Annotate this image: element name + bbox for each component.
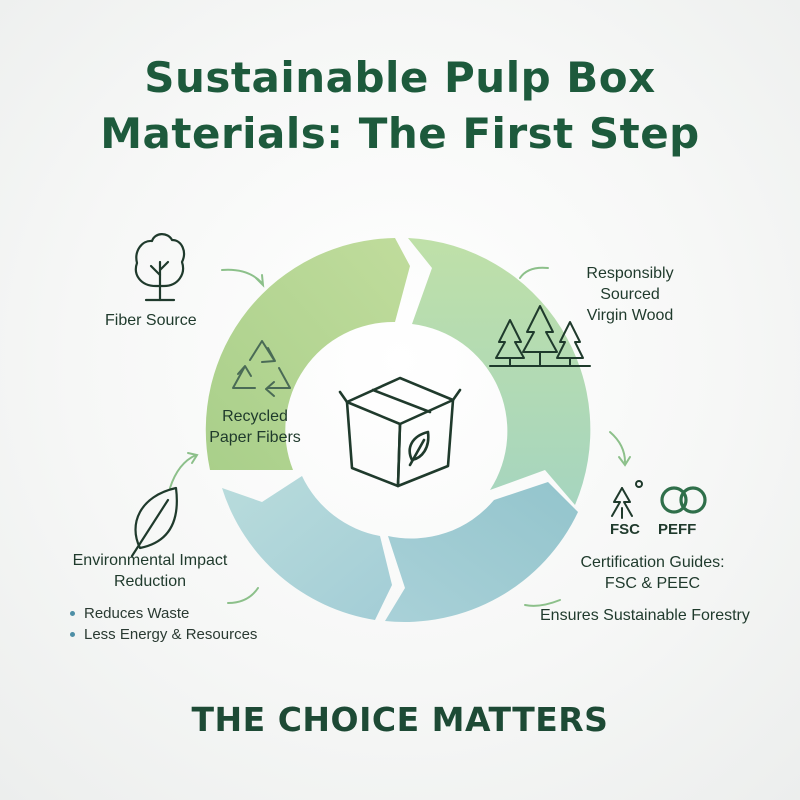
recycled-fibers-label: Recycled Paper Fibers (190, 406, 320, 448)
impact-heading: Environmental Impact Reduction (50, 550, 250, 592)
arrow-icon (524, 599, 561, 607)
leaf-icon (130, 486, 178, 558)
arrow-icon (609, 431, 626, 463)
accent-arrows (169, 266, 631, 607)
arrow-icon (227, 587, 259, 604)
ring-segment-fiber-source (205, 238, 410, 470)
recycle-icon (232, 340, 291, 397)
list-item: Reduces Waste (70, 603, 257, 624)
certification-label: Certification Guides: FSC & PEEC (560, 552, 745, 594)
certification-heading: Certification Guides: (580, 554, 725, 571)
ring-segment-certification (385, 482, 578, 622)
virgin-wood-line-2: Sourced (600, 286, 660, 303)
footer-tagline: THE CHOICE MATTERS (191, 700, 609, 739)
tree-icon (134, 233, 186, 302)
arrow-head-icon (618, 456, 631, 467)
arrow-icon (519, 266, 549, 279)
arrow-icon (169, 454, 197, 489)
list-item: Less Energy & Resources (70, 624, 257, 645)
pefc-logo-icon: PEFF (658, 486, 707, 538)
ring-segment-impact (222, 476, 392, 620)
page-title: Sustainable Pulp Box Materials: The Firs… (0, 50, 800, 162)
virgin-wood-label: Responsibly Sourced Virgin Wood (565, 263, 695, 326)
virgin-wood-line-1: Responsibly (586, 265, 674, 282)
impact-heading-line-1: Environmental Impact (72, 552, 228, 569)
impact-bullet-list: Reduces Waste Less Energy & Resources (70, 603, 257, 645)
ring-segment-virgin-wood (408, 238, 591, 505)
fsc-logo-label: FSC (610, 521, 640, 538)
fiber-source-label: Fiber Source (105, 312, 197, 329)
recycled-line-1: Recycled (222, 408, 288, 425)
arrow-head-icon (187, 452, 199, 464)
arrow-head-icon (255, 274, 265, 288)
virgin-wood-line-3: Virgin Wood (586, 307, 674, 324)
arrow-icon (221, 268, 263, 284)
recycled-line-2: Paper Fibers (209, 429, 301, 446)
pulp-box-icon (338, 376, 462, 488)
forest-icon (489, 305, 591, 367)
title-line-2: Materials: The First Step (100, 109, 700, 158)
title-line-1: Sustainable Pulp Box (144, 53, 656, 102)
certification-subheading: FSC & PEEC (604, 575, 701, 592)
fsc-logo-icon: FSC (610, 480, 643, 538)
pefc-logo-label: PEFF (658, 521, 696, 538)
certification-note: Ensures Sustainable Forestry (540, 607, 750, 624)
impact-heading-line-2: Reduction (113, 573, 187, 590)
